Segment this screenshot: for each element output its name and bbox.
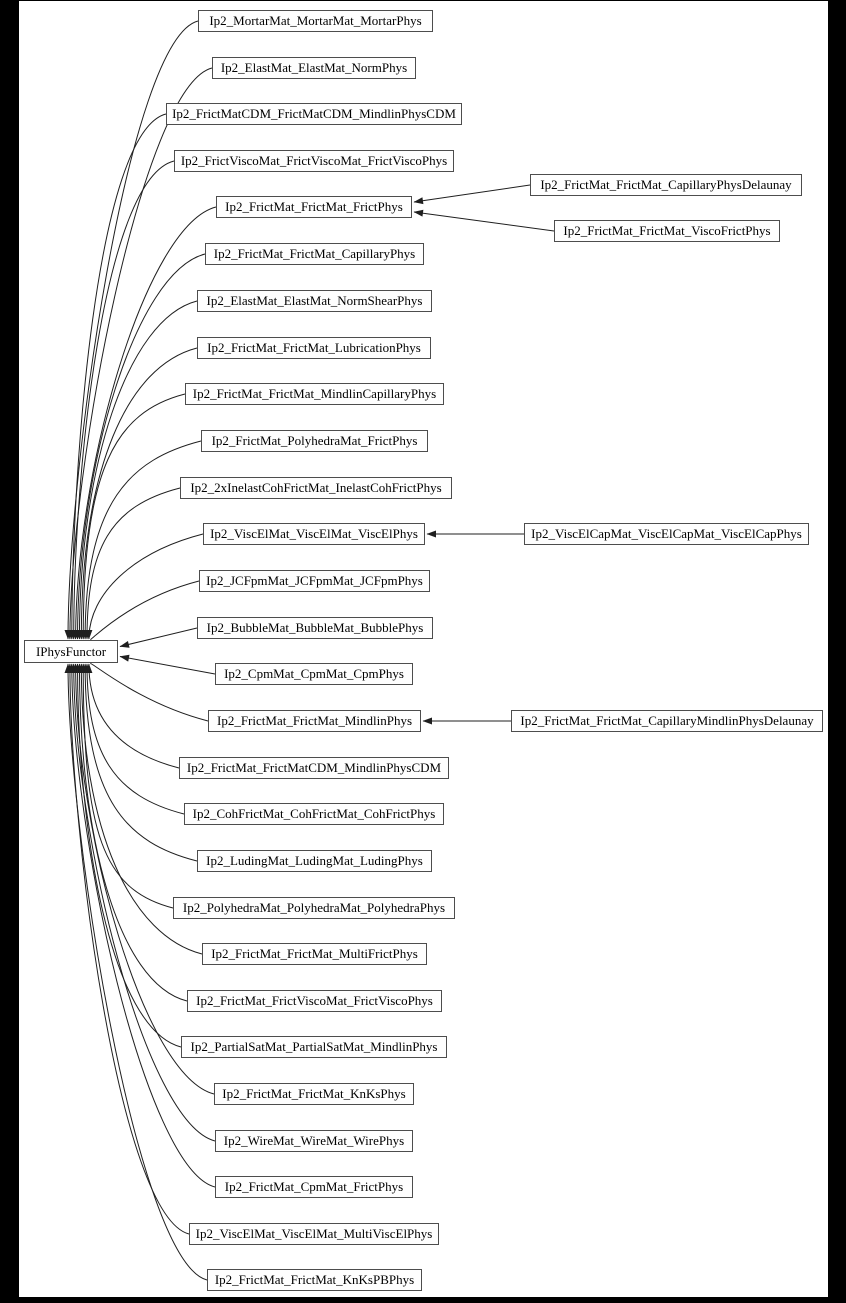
class-node[interactable]: Ip2_CpmMat_CpmMat_CpmPhys	[215, 663, 413, 685]
diagram-canvas	[19, 1, 828, 1297]
class-node[interactable]: Ip2_FrictMat_FrictMat_MindlinCapillaryPh…	[185, 383, 444, 405]
class-node[interactable]: Ip2_FrictMat_FrictMat_LubricationPhys	[197, 337, 431, 359]
class-node[interactable]: Ip2_FrictMat_FrictMat_KnKsPBPhys	[207, 1269, 422, 1291]
class-node[interactable]: Ip2_ViscElMat_ViscElMat_MultiViscElPhys	[189, 1223, 439, 1245]
root-node: IPhysFunctor	[24, 640, 118, 663]
class-node[interactable]: Ip2_FrictMat_FrictMat_CapillaryPhysDelau…	[530, 174, 802, 196]
class-node[interactable]: Ip2_CohFrictMat_CohFrictMat_CohFrictPhys	[184, 803, 444, 825]
class-node[interactable]: Ip2_FrictViscoMat_FrictViscoMat_FrictVis…	[174, 150, 454, 172]
class-node[interactable]: Ip2_FrictMat_FrictViscoMat_FrictViscoPhy…	[187, 990, 442, 1012]
class-node[interactable]: Ip2_BubbleMat_BubbleMat_BubblePhys	[197, 617, 433, 639]
class-node[interactable]: Ip2_FrictMat_FrictMat_KnKsPhys	[214, 1083, 414, 1105]
class-node[interactable]: Ip2_FrictMat_PolyhedraMat_FrictPhys	[201, 430, 428, 452]
class-node[interactable]: Ip2_WireMat_WireMat_WirePhys	[215, 1130, 413, 1152]
class-node[interactable]: Ip2_JCFpmMat_JCFpmMat_JCFpmPhys	[199, 570, 430, 592]
class-node[interactable]: Ip2_MortarMat_MortarMat_MortarPhys	[198, 10, 433, 32]
class-node[interactable]: Ip2_FrictMat_FrictMat_MindlinPhys	[208, 710, 421, 732]
class-node[interactable]: Ip2_2xInelastCohFrictMat_InelastCohFrict…	[180, 477, 452, 499]
class-node[interactable]: Ip2_FrictMat_FrictMat_ViscoFrictPhys	[554, 220, 780, 242]
class-node[interactable]: Ip2_ElastMat_ElastMat_NormPhys	[212, 57, 416, 79]
class-node[interactable]: Ip2_PolyhedraMat_PolyhedraMat_PolyhedraP…	[173, 897, 455, 919]
class-node[interactable]: Ip2_LudingMat_LudingMat_LudingPhys	[197, 850, 432, 872]
class-node[interactable]: Ip2_ViscElCapMat_ViscElCapMat_ViscElCapP…	[524, 523, 809, 545]
class-node[interactable]: Ip2_FrictMat_FrictMat_FrictPhys	[216, 196, 412, 218]
class-node[interactable]: Ip2_FrictMat_CpmMat_FrictPhys	[215, 1176, 413, 1198]
class-node[interactable]: Ip2_FrictMat_FrictMat_CapillaryPhys	[205, 243, 424, 265]
class-node[interactable]: Ip2_ElastMat_ElastMat_NormShearPhys	[197, 290, 432, 312]
class-node[interactable]: Ip2_FrictMat_FrictMat_MultiFrictPhys	[202, 943, 427, 965]
class-node[interactable]: Ip2_ViscElMat_ViscElMat_ViscElPhys	[203, 523, 425, 545]
class-node[interactable]: Ip2_FrictMat_FrictMat_CapillaryMindlinPh…	[511, 710, 823, 732]
class-node[interactable]: Ip2_FrictMatCDM_FrictMatCDM_MindlinPhysC…	[166, 103, 462, 125]
class-node[interactable]: Ip2_FrictMat_FrictMatCDM_MindlinPhysCDM	[179, 757, 449, 779]
class-node[interactable]: Ip2_PartialSatMat_PartialSatMat_MindlinP…	[181, 1036, 447, 1058]
